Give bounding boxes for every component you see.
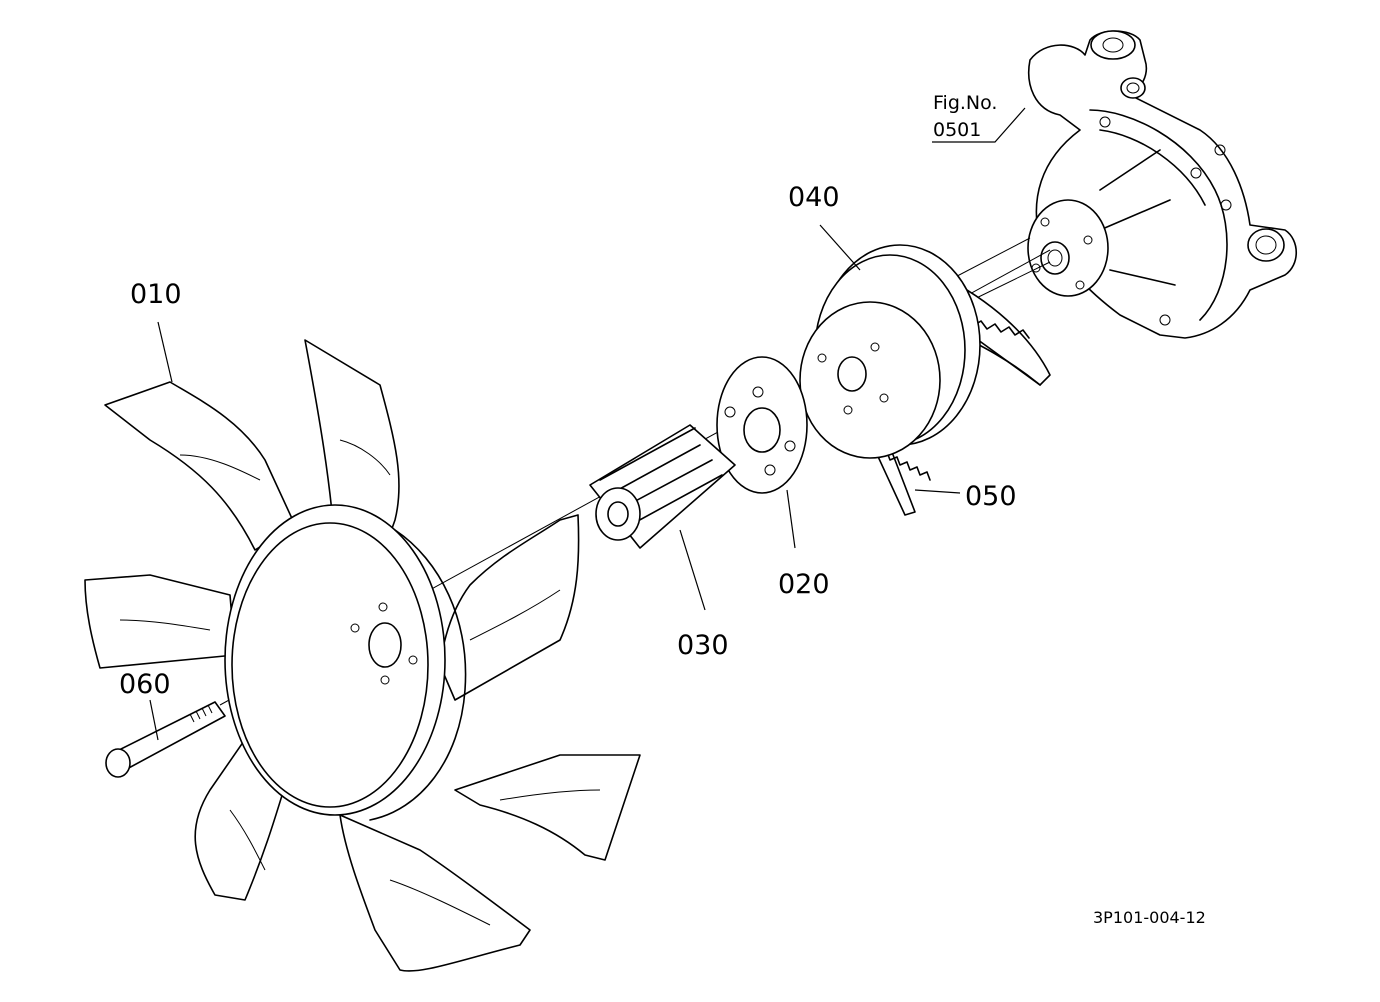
callout-060: 060 [119, 669, 171, 700]
figure-reference-number: 0501 [933, 119, 981, 141]
fan-spacer [589, 424, 736, 549]
pulley [799, 244, 981, 459]
callout-010: 010 [130, 279, 182, 310]
leader-lines [149, 107, 1026, 741]
bolt [105, 701, 226, 778]
callout-030: 030 [677, 630, 729, 661]
drawing-code: 3P101-004-12 [1093, 908, 1206, 927]
callout-020: 020 [778, 569, 830, 600]
figure-reference-label: Fig.No. [933, 92, 997, 114]
spacer-plate [716, 356, 808, 494]
water-pump-housing [1027, 30, 1298, 339]
callout-050: 050 [965, 481, 1017, 512]
callout-040: 040 [788, 182, 840, 213]
cooling-fan [84, 339, 641, 972]
